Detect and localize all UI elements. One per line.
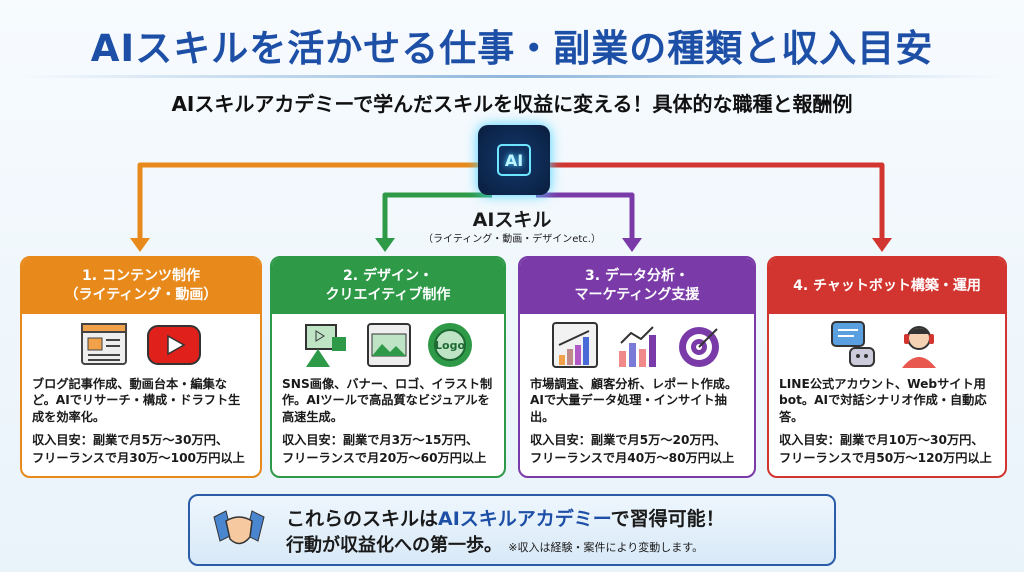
card-content-creation: 1. コンテンツ制作 （ライティング・動画） ブログ記事作成、動画台本・編集など。… (20, 256, 262, 478)
income-freelance: フリーランスで月30万～100万円以上 (32, 450, 245, 465)
income-side: 収入目安：副業で月10万～30万円、 (779, 433, 984, 447)
card-title: 1. コンテンツ制作 (82, 268, 200, 285)
line-bar-chart-icon (619, 326, 656, 367)
target-icon (679, 327, 719, 367)
arrow-green (375, 238, 395, 252)
cta-banner: これらのスキルはAIスキルアカデミーで習得可能！ 行動が収益化への第一歩。 ※収… (188, 494, 836, 566)
design-tool-icon (305, 324, 346, 367)
page-subtitle: AIスキルアカデミーで学んだスキルを収益に変える！具体的な職種と報酬例 (171, 92, 853, 116)
article-icon (81, 323, 127, 365)
page-title: AIスキルを活かせる仕事・副業の種類と収入目安 (90, 27, 934, 70)
ai-skill-sublabel: （ライティング・動画・デザインetc.） (423, 234, 601, 245)
income-freelance: フリーランスで月40万～80万円以上 (530, 450, 735, 465)
arrow-red (872, 238, 892, 252)
connector-lines (130, 162, 892, 252)
card-chatbot: 4. チャットボット構築・運用 LINE公式アカウント、Webサイト用bot。A… (767, 256, 1007, 478)
income-freelance: フリーランスで月50万～120万円以上 (779, 450, 992, 465)
card-title-sub: マーケティング支援 (574, 287, 700, 303)
operator-icon (902, 326, 936, 368)
connector-purple (536, 192, 635, 240)
income-side: 収入目安：副業で月5万～30万円、 (32, 433, 229, 447)
ai-skill-label: AIスキル (472, 209, 552, 231)
card-title-sub: （ライティング・動画） (64, 287, 218, 303)
income-freelance: フリーランスで月20万～60万円以上 (282, 450, 487, 465)
connector-green (382, 192, 492, 240)
arrow-orange (130, 238, 150, 252)
banner-note: ※収入は経験・案件により変動します。 (508, 540, 704, 554)
connector-orange (137, 162, 478, 240)
card-title: 2. デザイン・ (343, 268, 433, 285)
card-description: ブログ記事作成、動画台本・編集など。AIでリサーチ・構成・ドラフト生成を効率化。 (32, 377, 241, 424)
income-side: 収入目安：副業で月5万～20万円、 (530, 433, 727, 447)
banner-line2: 行動が収益化への第一歩。 (286, 534, 502, 556)
banner-text-pre: これらのスキルは (286, 507, 439, 530)
income-side: 収入目安：副業で月3万～15万円、 (282, 433, 479, 447)
connector-red (550, 162, 885, 240)
banner-highlight: AIスキルアカデミー (438, 507, 611, 530)
card-design: 2. デザイン・クリエイティブ制作 Logo SNS画像、バナー、ロゴ、イラスト… (270, 256, 506, 478)
arrow-purple (622, 238, 642, 252)
logo-badge-icon: Logo (428, 323, 472, 367)
title-divider (20, 75, 1004, 78)
image-banner-icon (367, 323, 411, 367)
card-data-analysis: 3. データ分析・マーケティング支援 市場調査、顧客分析、レポート作成。AIで大… (518, 256, 756, 478)
chatbot-icon (831, 321, 875, 367)
ai-chip-label: AI (497, 144, 531, 176)
banner-text-post: で習得可能！ (610, 507, 725, 530)
handshake-icon (213, 510, 265, 545)
video-play-icon (147, 325, 201, 365)
card-description: 市場調査、顧客分析、レポート作成。AIで大量データ処理・インサイト抽出。 (530, 377, 738, 424)
card-title-sub: クリエイティブ制作 (325, 287, 451, 303)
card-description: LINE公式アカウント、Webサイト用bot。AIで対話シナリオ作成・自動応答。 (779, 377, 987, 424)
card-title: 4. チャットボット構築・運用 (793, 277, 981, 294)
report-chart-icon (552, 322, 598, 368)
svg-text:Logo: Logo (435, 339, 465, 352)
card-description: SNS画像、バナー、ロゴ、イラスト制作。AIツールで高品質なビジュアルを高速生成… (282, 377, 493, 424)
ai-chip-icon: AI (478, 125, 550, 195)
card-title: 3. データ分析・ (585, 268, 689, 285)
